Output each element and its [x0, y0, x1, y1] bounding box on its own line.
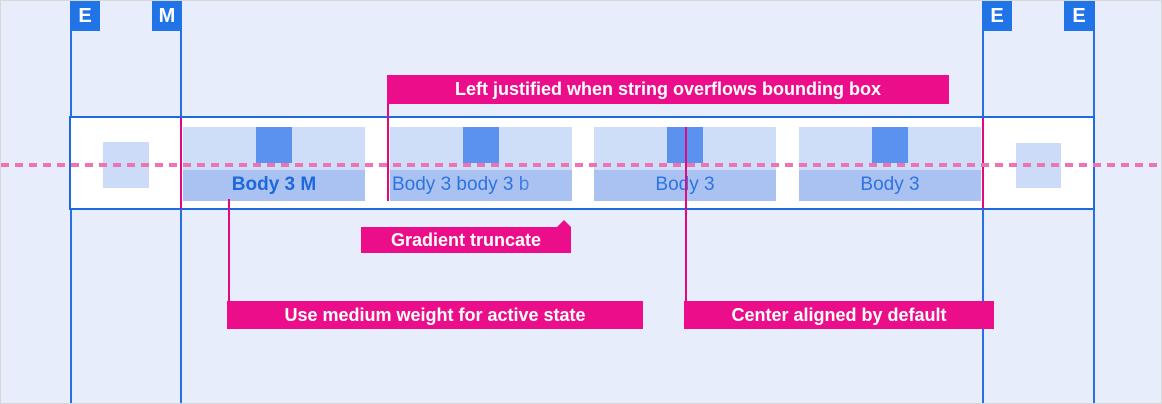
callout-center-aligned: Center aligned by default [684, 301, 994, 329]
tab-label: Body 3 M [183, 170, 365, 201]
caret-up-icon [557, 220, 571, 227]
callout-text: Gradient truncate [390, 229, 542, 250]
tab-item[interactable]: Body 3 [799, 127, 981, 201]
tab-item-truncated[interactable]: Body 3 body 3 b [390, 127, 572, 201]
callout-gradient-truncate: Gradient truncate [361, 220, 571, 253]
spacing-marker-e-left: E [70, 1, 100, 31]
tab-item-active[interactable]: Body 3 M [183, 127, 365, 201]
leader-line-center-aligned [685, 127, 687, 301]
tab-label: Body 3 [799, 170, 981, 201]
callout-active-state: Use medium weight for active state [227, 301, 643, 329]
baseline-dashed-line [1, 163, 1161, 167]
tab-icon-placeholder [463, 127, 499, 163]
callout-overflow: Left justified when string overflows bou… [387, 75, 949, 104]
spacing-marker-e-inner-right: E [982, 1, 1012, 31]
tab-label-text: Body 3 body 3 b [392, 174, 530, 195]
tab-label-truncated: Body 3 body 3 b [390, 170, 572, 201]
gradient-truncate-overlay [516, 170, 572, 201]
leader-line-overflow [387, 104, 389, 201]
leader-line-active-state [228, 199, 230, 301]
tab-icon-placeholder [872, 127, 908, 163]
spacing-marker-m: M [152, 1, 182, 31]
spacing-marker-e-right: E [1064, 1, 1094, 31]
tab-icon-area [390, 127, 572, 170]
tab-icon-area [799, 127, 981, 170]
tab-icon-placeholder [256, 127, 292, 163]
tab-icon-area [183, 127, 365, 170]
